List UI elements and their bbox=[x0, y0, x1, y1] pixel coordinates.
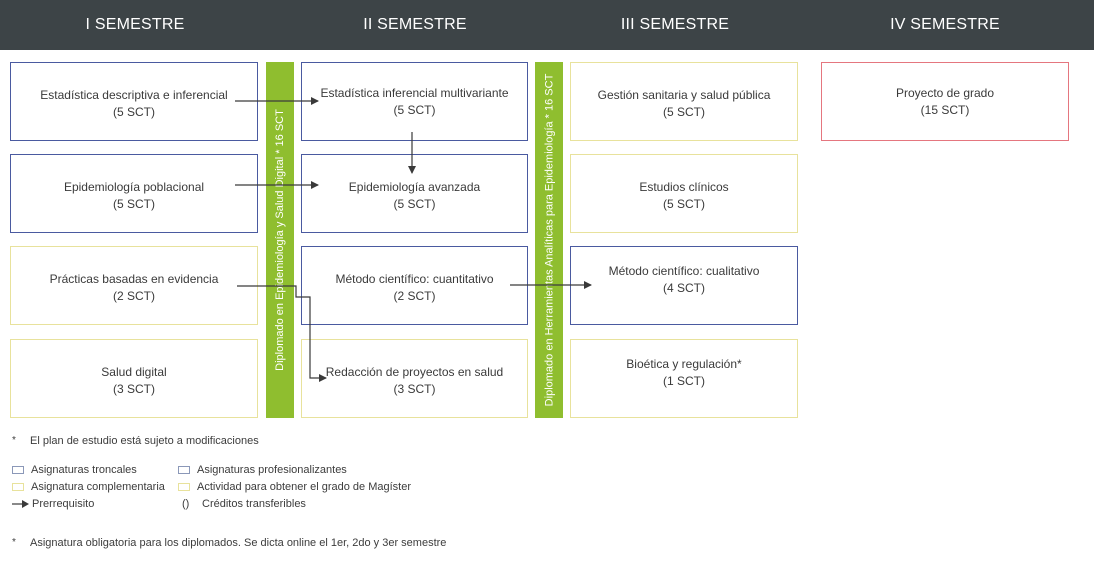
course-credits: (5 SCT) bbox=[393, 197, 436, 211]
legend-label: Prerrequisito bbox=[32, 498, 95, 510]
legend-troncales: Asignaturas troncales bbox=[12, 464, 137, 476]
course-box-estadistica-descriptiva: Estadística descriptiva e inferencial (5… bbox=[10, 62, 258, 141]
course-box-proyecto-grado: Proyecto de grado (15 SCT) bbox=[821, 62, 1069, 141]
course-credits: (4 SCT) bbox=[663, 281, 705, 295]
course-title: Método científico: cualitativo bbox=[608, 264, 760, 278]
legend-swatch bbox=[178, 483, 190, 491]
course-box-epidemiologia-poblacional: Epidemiología poblacional (5 SCT) bbox=[10, 154, 258, 233]
legend-profesionalizantes: Asignaturas profesionalizantes bbox=[178, 464, 347, 476]
prerequisite-arrow bbox=[237, 285, 327, 382]
course-title: Prácticas basadas en evidencia bbox=[49, 272, 219, 286]
course-title: Método científico: cuantitativo bbox=[335, 272, 494, 286]
course-credits: (2 SCT) bbox=[393, 289, 436, 303]
legend-label: Actividad para obtener el grado de Magís… bbox=[197, 481, 412, 493]
arrow-right-icon bbox=[12, 500, 29, 508]
course-credits: (3 SCT) bbox=[393, 382, 436, 396]
legend-label: Asignatura complementaria bbox=[31, 481, 165, 493]
note-text: Asignatura obligatoria para los diplomad… bbox=[30, 537, 447, 549]
course-box-practicas-evidencia: Prácticas basadas en evidencia (2 SCT) bbox=[10, 246, 258, 325]
parentheses-symbol: () bbox=[182, 498, 190, 510]
course-credits: (5 SCT) bbox=[113, 197, 155, 211]
legend-label: Asignaturas profesionalizantes bbox=[197, 464, 347, 476]
course-box-metodo-cualitativo: Método científico: cualitativo (4 SCT) bbox=[570, 246, 798, 325]
course-title: Estudios clínicos bbox=[639, 180, 729, 194]
course-box-estudios-clinicos: Estudios clínicos (5 SCT) bbox=[570, 154, 798, 233]
course-credits: (2 SCT) bbox=[113, 289, 155, 303]
course-title: Bioética y regulación* bbox=[626, 357, 742, 371]
legend-transferibles: () Créditos transferibles bbox=[182, 498, 306, 510]
course-title: Proyecto de grado bbox=[895, 86, 995, 100]
legend-actividad: Actividad para obtener el grado de Magís… bbox=[178, 481, 411, 493]
course-title: Gestión sanitaria y salud pública bbox=[597, 88, 771, 102]
semester-4-title: IV SEMESTRE bbox=[890, 16, 1000, 33]
course-box-gestion-sanitaria: Gestión sanitaria y salud pública (5 SCT… bbox=[570, 62, 798, 141]
legend-swatch bbox=[178, 466, 190, 474]
course-box-salud-digital: Salud digital (3 SCT) bbox=[10, 339, 258, 418]
semester-header: I SEMESTRE II SEMESTRE III SEMESTRE IV S… bbox=[0, 0, 1094, 50]
course-title: Salud digital bbox=[101, 365, 167, 379]
course-title: Epidemiología poblacional bbox=[63, 180, 205, 194]
legend-label: Créditos transferibles bbox=[202, 498, 306, 510]
course-title: Epidemiología avanzada bbox=[348, 180, 481, 194]
legend-prerrequisito: Prerrequisito bbox=[12, 498, 94, 510]
course-title: Redacción de proyectos en salud bbox=[325, 365, 504, 379]
course-box-estadistica-multivariante: Estadística inferencial multivariante (5… bbox=[301, 62, 528, 141]
semester-2-title: II SEMESTRE bbox=[363, 16, 467, 33]
semester-1-title: I SEMESTRE bbox=[85, 16, 185, 33]
legend-complementaria: Asignatura complementaria bbox=[12, 481, 165, 493]
course-box-metodo-cuantitativo: Método científico: cuantitativo (2 SCT) bbox=[301, 246, 528, 325]
course-credits: (3 SCT) bbox=[113, 382, 155, 396]
semester-3-title: III SEMESTRE bbox=[620, 16, 730, 33]
course-credits: (15 SCT) bbox=[920, 103, 970, 117]
legend-swatch bbox=[12, 466, 24, 474]
note-plan: * El plan de estudio está sujeto a modifi… bbox=[12, 435, 259, 447]
note-text: El plan de estudio está sujeto a modific… bbox=[30, 435, 259, 447]
course-box-redaccion-proyectos: Redacción de proyectos en salud (3 SCT) bbox=[301, 339, 528, 418]
legend-label: Asignaturas troncales bbox=[31, 464, 137, 476]
note-obligatoria: * Asignatura obligatoria para los diploma… bbox=[12, 537, 446, 549]
course-credits: (5 SCT) bbox=[663, 197, 705, 211]
course-credits: (5 SCT) bbox=[113, 105, 155, 119]
note-star: * bbox=[12, 435, 16, 446]
diploma-bar-epidemiologia-salud-digital: Diplomado en Epidemiología y Salud Digit… bbox=[266, 62, 294, 418]
legend-swatch bbox=[12, 483, 24, 491]
course-title: Estadística inferencial multivariante bbox=[320, 86, 509, 100]
course-title: Estadística descriptiva e inferencial bbox=[40, 88, 228, 102]
course-box-bioetica: Bioética y regulación* (1 SCT) bbox=[570, 339, 798, 418]
course-credits: (1 SCT) bbox=[663, 374, 705, 388]
course-credits: (5 SCT) bbox=[393, 103, 436, 117]
note-star: * bbox=[12, 537, 16, 548]
diploma-bar-herramientas-analiticas: Diplomado en Herramientas Analíticas par… bbox=[535, 62, 563, 418]
course-credits: (5 SCT) bbox=[663, 105, 705, 119]
